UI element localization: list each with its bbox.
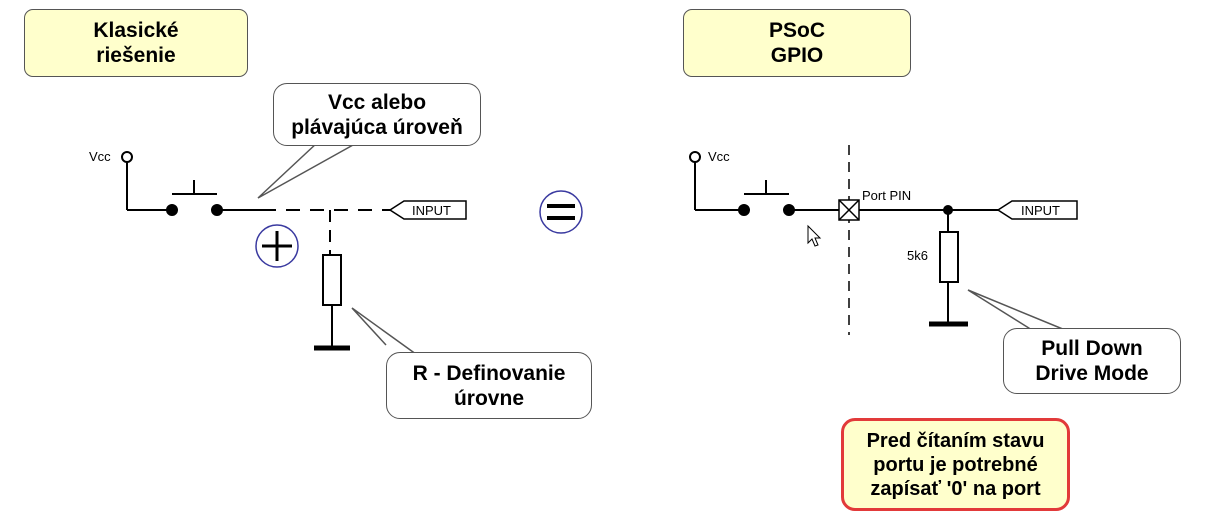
callout-vcc-tail — [257, 139, 363, 199]
mouse-cursor-icon — [807, 224, 822, 247]
plus-symbol — [255, 224, 299, 268]
callout-r-line1: R - Definovanie — [412, 361, 566, 385]
right-title-line1: PSoC — [768, 19, 825, 42]
left-input-flag — [388, 200, 467, 220]
warning-box: Pred čítaním stavu portu je potrebné zap… — [841, 418, 1070, 511]
right-vcc-terminal — [689, 151, 701, 163]
callout-vcc-line2: plávajúca úroveň — [291, 115, 463, 139]
right-circuit — [689, 145, 1078, 335]
right-switch-contact-1 — [738, 204, 750, 216]
equals-symbol — [539, 190, 583, 234]
left-resistor — [322, 254, 342, 306]
left-vcc-label: Vcc — [89, 149, 111, 164]
left-switch-contact-1 — [166, 204, 178, 216]
left-title-line2: riešenie — [96, 44, 176, 67]
callout-vcc-line1: Vcc alebo — [327, 90, 427, 114]
callout-pulldown-box: Pull Down Drive Mode — [1003, 328, 1181, 394]
right-title-box: PSoC GPIO — [683, 9, 911, 77]
right-title-line2: GPIO — [770, 44, 824, 67]
left-input-label: INPUT — [412, 203, 451, 218]
right-resistor — [939, 231, 959, 283]
left-title-box: Klasické riešenie — [24, 9, 248, 77]
right-vcc-label: Vcc — [708, 149, 730, 164]
right-input-flag — [996, 200, 1078, 220]
left-vcc-terminal — [121, 151, 133, 163]
callout-vcc-box: Vcc alebo plávajúca úroveň — [273, 83, 481, 146]
left-title-line1: Klasické — [93, 19, 179, 42]
warning-line3: zapísať '0' na port — [870, 477, 1041, 500]
port-pin-label: Port PIN — [862, 188, 911, 203]
left-circuit — [121, 151, 467, 351]
warning-line2: portu je potrebné — [873, 453, 1038, 476]
callout-pulldown-tail — [967, 289, 1071, 333]
callout-pulldown-line2: Drive Mode — [1035, 362, 1149, 385]
callout-r-tail — [351, 307, 421, 358]
callout-r-box: R - Definovanie úrovne — [386, 352, 592, 419]
warning-line1: Pred čítaním stavu — [866, 429, 1045, 452]
resistor-value-label: 5k6 — [907, 248, 928, 263]
callout-pulldown-line1: Pull Down — [1041, 337, 1143, 360]
callout-r-line2: úrovne — [453, 386, 524, 410]
right-input-label: INPUT — [1021, 203, 1060, 218]
